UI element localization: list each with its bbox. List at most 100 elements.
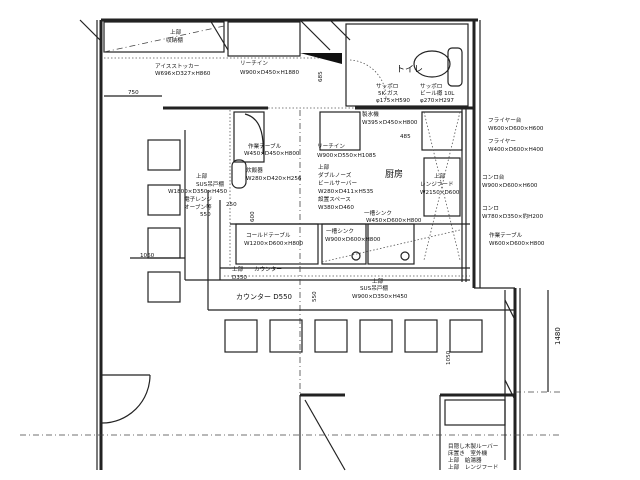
stool [359,319,393,353]
fryer-stand-size: W600×D600×H600 [488,126,544,132]
single-sink-2-size: W900×D600×H800 [325,237,381,243]
dimension-1050: 1050 [446,350,452,365]
fryer-stand-label: フライヤー台 [488,116,522,124]
dimension-600: 600 [250,211,256,222]
stools [147,139,483,353]
cold-table-label: コールドテーブル [246,231,291,239]
beer-server-label: 上部 ダブルノーズ ビールサーバー W280×D411×H535 設置スペース … [318,163,374,211]
rice-cooker [231,159,247,189]
note-line: 上部 レンジフード [448,463,498,471]
range-hood-label: 上部 [434,172,446,180]
dimension-1480: 1480 [554,327,562,345]
toilet-label: トイレ [396,65,423,75]
cold-table [235,223,319,265]
single-sink-2-label: 一槽シンク [326,227,354,235]
range-hood-size: W2150×D600 [420,190,460,196]
stool [269,319,303,353]
range-hood-area [423,157,461,217]
upper-counter-label: カウンター [254,265,282,273]
dimension-1060: 1060 [140,253,155,259]
single-sink-1-label: 一槽シンク [364,209,392,217]
fryer-stand [421,111,463,151]
sapporo-beer-label: ビール樽 10L [420,89,455,97]
upper-shelf-bottom-size: W900×D350×H450 [352,294,408,300]
upper-counter-size: D350 [232,275,247,281]
reach-in-2-label: リーチイン [317,143,345,150]
work-table-1-size: W450×D450×H800 [244,151,300,157]
microwave-label: 電子レンジ [184,196,212,203]
upper-storage: 上部 収納棚 [103,21,225,53]
reach-in-unit [227,21,301,57]
ice-maker-size: W395×D450×H800 [362,120,418,126]
upper-shelf-bottom-label: 上部 [372,277,384,285]
dimension-685: 685 [318,71,324,82]
fryer-size: W400×D600×H400 [488,147,544,153]
stool [404,319,438,353]
ice-maker-label: 製氷機 [362,110,379,118]
stool [147,184,181,216]
bottom-note: 目隠し木製ルーバー 床置き 室外機 上部 給湯器 上部 レンジフード [448,442,499,471]
rice-cooker-size: W280×D420×H256 [246,176,302,182]
stove-label: コンロ [482,205,499,212]
toilet-tank [447,47,463,87]
entrance-door [101,374,151,424]
stool [314,319,348,353]
sapporo-beer-size: φ270×H297 [420,98,454,104]
reach-in-2-size: W900×D550×H1085 [317,153,376,159]
cold-table-size: W1200×D600×H800 [244,241,303,247]
upper-storage-label: 上部 [170,28,182,36]
reach-in-size: W900×D450×H1880 [240,70,299,76]
single-sink-2 [321,223,367,265]
note-line: 目隠し木製ルーバー [448,442,499,450]
counter-label: カウンター D550 [236,292,292,301]
beer-server-text: 上部 [318,163,330,171]
wall-section [300,53,342,64]
ice-stocker-size: W696×D327×H860 [155,71,211,77]
stool [147,271,181,303]
upper-counter-label: 上部 [232,265,244,273]
sapporo-beer-label: サッポロ [420,82,442,90]
work-table-1 [233,111,265,163]
sapporo-gas-label: サッポロ [376,82,398,90]
work-table-2-label: 作業テーブル [489,231,523,239]
outdoor-unit [444,399,506,426]
ice-stocker-label: アイスストッカー [155,63,200,70]
stool [147,227,181,259]
upper-shelf-left-label: SUS吊戸棚 [196,180,224,188]
note-line: 上部 給湯器 [448,456,482,464]
microwave-label: オーブン等 [184,203,212,211]
stove-stand-label: コンロ台 [482,173,505,181]
beer-server-size: W280×D411×H535 [318,189,374,195]
sapporo-gas-size: φ175×H590 [376,98,410,104]
upper-storage-label: 収納棚 [166,36,183,44]
reach-in-label: リーチイン [240,60,268,67]
kitchen-area [219,108,470,395]
stove-size: W780×D350×約H200 [482,212,543,220]
stool [147,139,181,171]
rice-cooker-label: 炊飯器 [246,166,263,174]
note-line: 床置き 室外機 [448,449,488,457]
right-equipment-labels: フライヤー台 W600×D600×H600 フライヤー W400×D600×H4… [482,116,545,247]
upper-shelf-left-size: W1800×D350×H450 [168,189,227,195]
kitchen-label: 厨房 [385,168,403,180]
beer-server-text: ダブルノーズ [318,171,352,179]
toilet-bowl [413,50,451,78]
reach-in-2 [319,111,361,151]
dimension-250: 250 [226,202,237,208]
beer-server-size: W380×D460 [318,205,354,211]
fryer-label: フライヤー [488,138,516,145]
upper-shelf-left-label: 上部 [196,172,208,180]
sapporo-gas-label: 5K ガス [378,89,399,97]
stove-stand-size: W900×D600×H600 [482,183,538,189]
toilet-room: トイレ サッポロ 5K ガス φ175×H590 サッポロ ビール樽 10L φ… [345,23,469,107]
stool [224,319,258,353]
beer-server-text: 設置スペース [318,195,351,203]
stool [449,319,483,353]
single-sink-1-size: W450×D600×H800 [366,218,422,224]
work-table-1-label: 作業テーブル [248,142,282,150]
dimension-485: 485 [400,134,411,140]
beer-server-text: ビールサーバー [318,179,358,187]
range-hood-label: レンジフード [420,181,454,188]
dimension-550: 550 [312,291,318,302]
dimension-550: 550 [200,212,211,218]
